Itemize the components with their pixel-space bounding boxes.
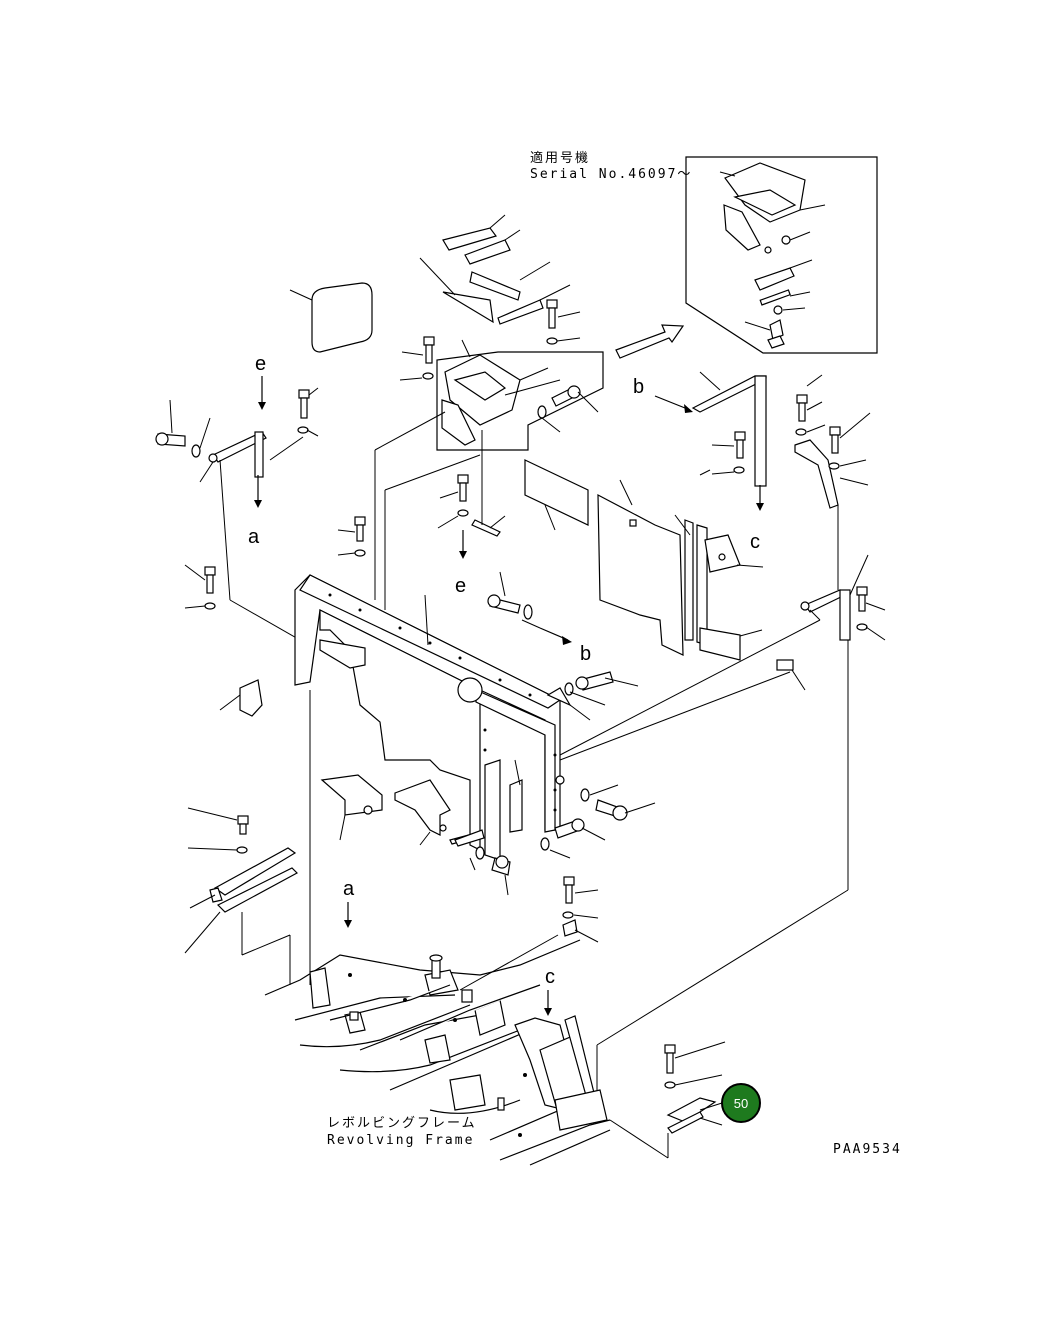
left-upper-assembly: [155, 399, 304, 641]
serial-note-jp: 適用号機: [530, 150, 590, 166]
side-panels: [524, 459, 764, 661]
label-c-bottom: c: [545, 966, 555, 988]
label-e-mid: e: [455, 575, 466, 597]
top-bracket: [436, 339, 604, 451]
label-e-top: e: [255, 353, 266, 375]
callout-50-number: 50: [734, 1096, 748, 1111]
frame-label-jp: レボルビングフレーム: [327, 1116, 477, 1131]
label-c-right: c: [750, 531, 760, 553]
revolving-frame: [264, 939, 611, 1166]
center-bolts: e b: [184, 474, 591, 665]
frame-dots: [328, 593, 557, 812]
callout-50[interactable]: [721, 1083, 761, 1123]
bottom-bolts: [454, 829, 599, 991]
rear-frame: [219, 574, 639, 861]
right-upper-assembly: b c: [633, 371, 871, 590]
label-b-top: b: [633, 376, 644, 398]
label-b-mid: b: [580, 643, 591, 665]
left-rail: [184, 807, 298, 985]
serial-note-en: Serial No.46097～: [530, 167, 692, 182]
callout-part-assembly: [609, 1041, 726, 1159]
glass-panel: [311, 282, 373, 353]
frame-right-bolts: [540, 659, 806, 859]
serial-inset-box: [685, 156, 878, 354]
right-frame-bracket: [559, 554, 886, 1110]
label-a-bottom: a: [343, 878, 355, 900]
inset-arrow: [615, 324, 685, 359]
bolts-top: [297, 299, 599, 437]
frame-label-en: Revolving Frame: [327, 1133, 474, 1148]
upper-pads: [419, 214, 571, 325]
drawing-code: PAA9534: [833, 1142, 902, 1157]
label-a-left: a: [248, 526, 260, 548]
connector-lines: [309, 411, 483, 985]
